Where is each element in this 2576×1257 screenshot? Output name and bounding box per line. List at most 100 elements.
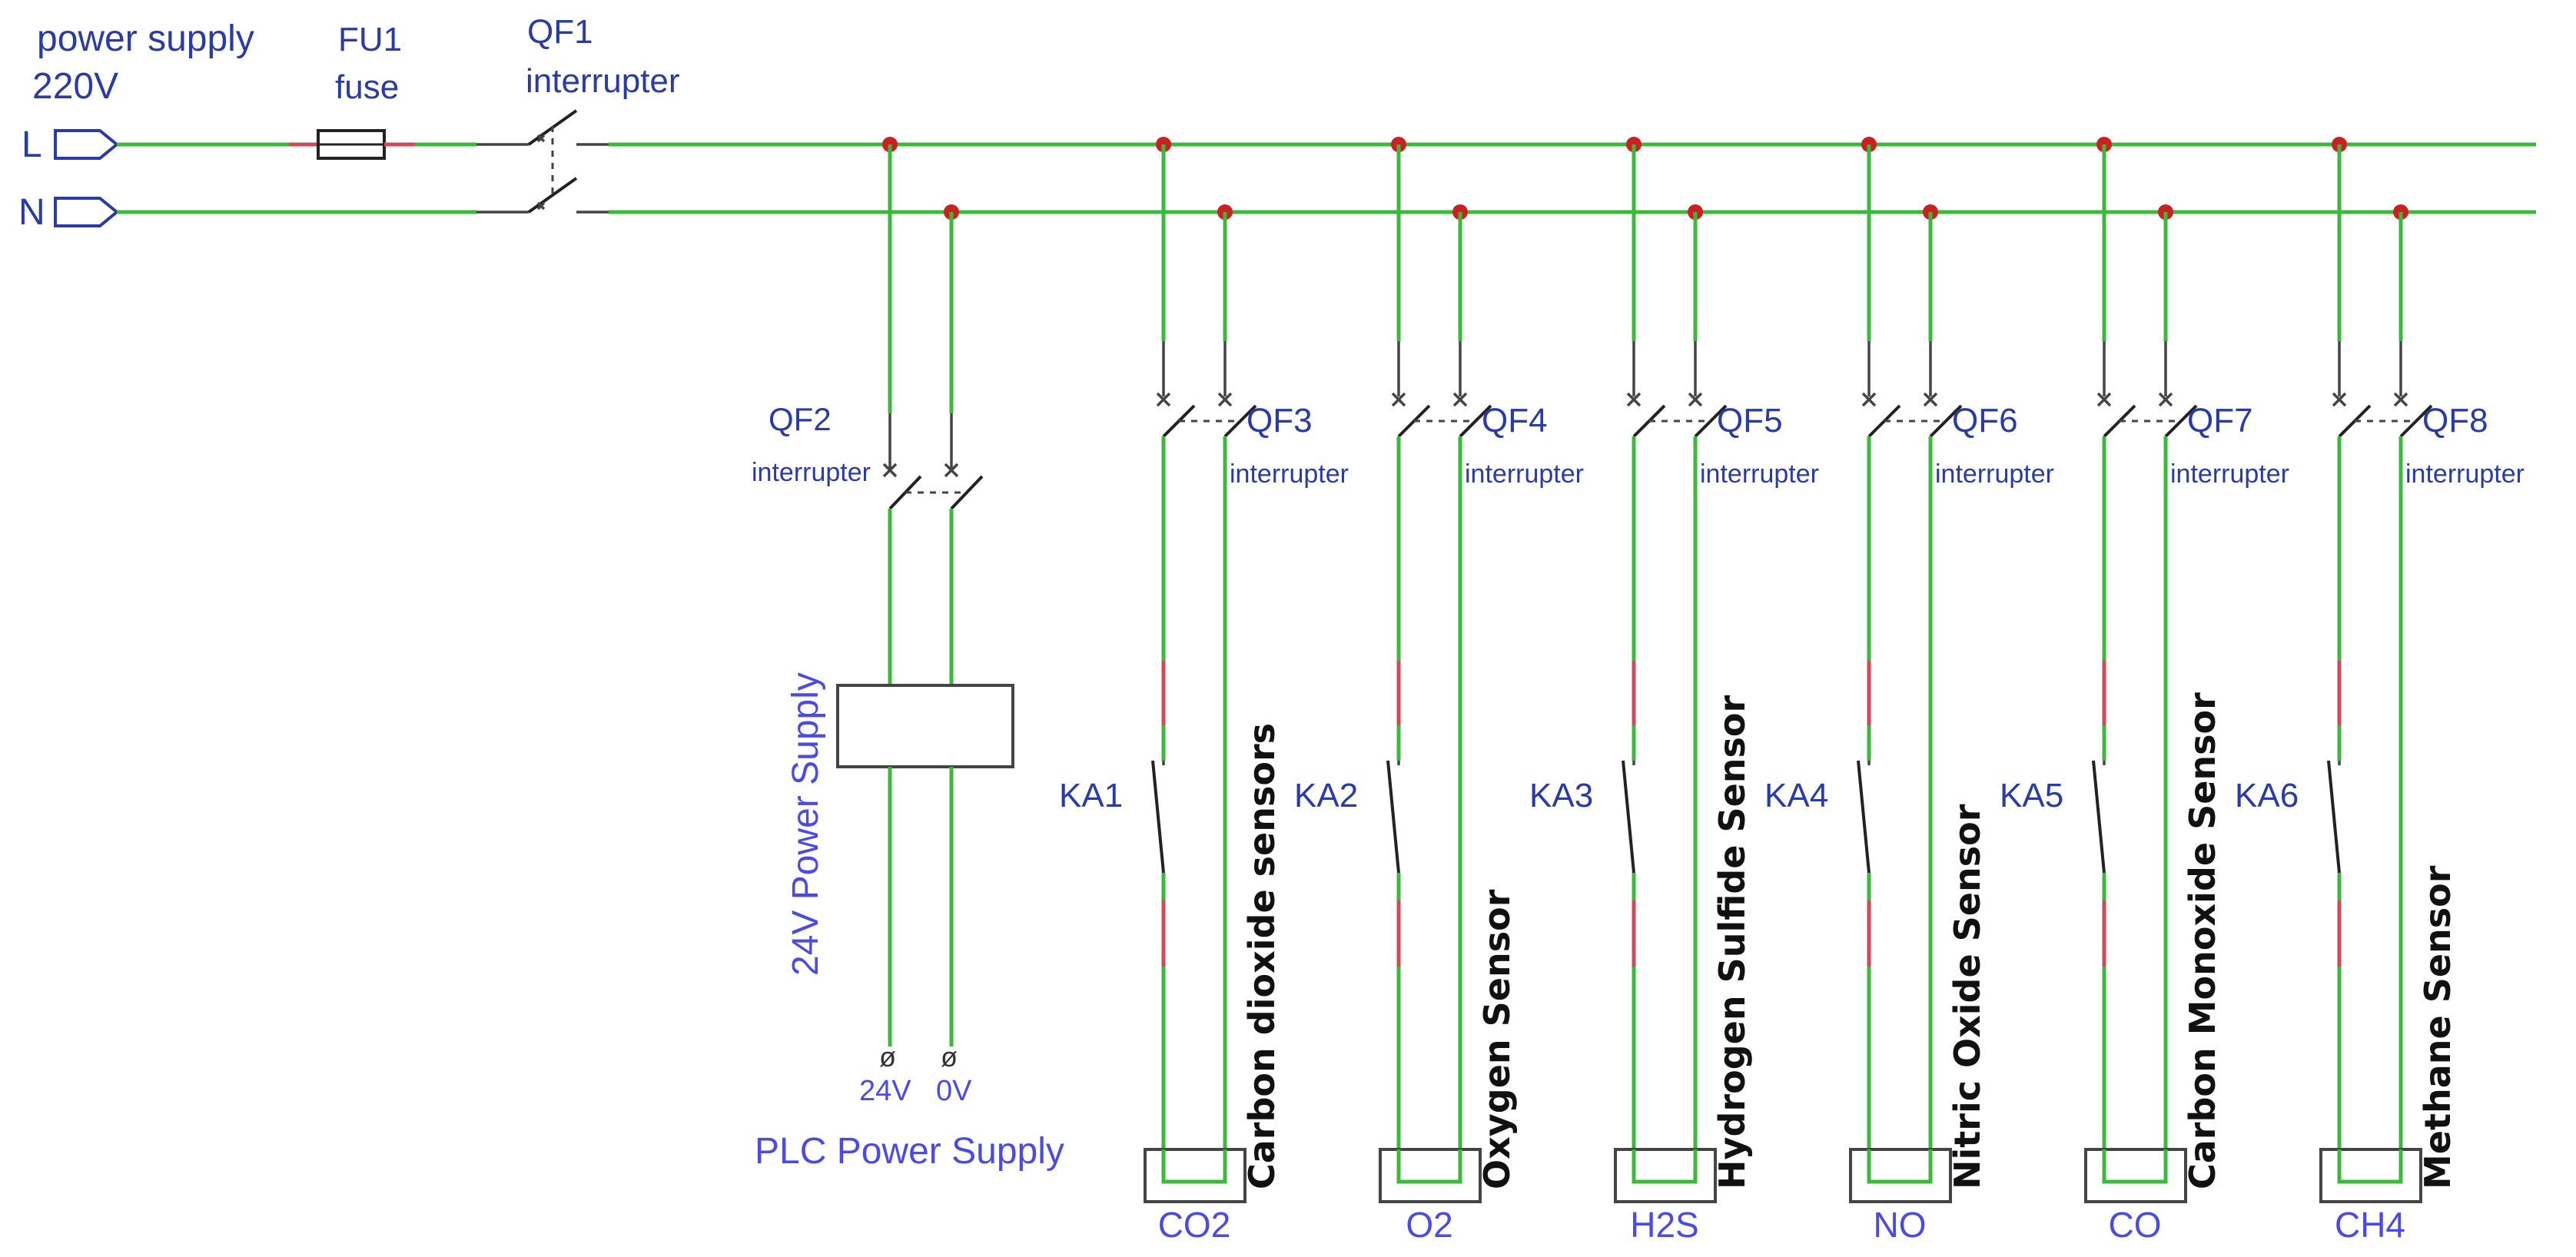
supply-title: power supply: [37, 18, 254, 59]
breaker-label: interrupter: [2405, 459, 2525, 489]
relay-contact-icon: [1151, 760, 1165, 874]
sensor-name: Nitric Oxide Sensor: [1947, 804, 1988, 1189]
breaker-mark: [2393, 392, 2408, 407]
sensor-name: Oxygen Sensor: [1476, 889, 1518, 1189]
terminal-n-icon: [54, 197, 120, 227]
breaker-label: interrupter: [1465, 459, 1584, 489]
sensor-loop: [1632, 1149, 1698, 1184]
breaker-id-qf3: QF3: [1247, 402, 1313, 439]
breaker-icon: [2332, 341, 2433, 438]
sensor-loop: [1867, 1149, 1933, 1184]
sensor-loop: [1161, 1149, 1227, 1184]
relay-id-ka3: KA3: [1529, 777, 1593, 814]
sensor-name: Methane Sensor: [2417, 865, 2458, 1189]
breaker-id-qf6: QF6: [1952, 402, 2018, 439]
breaker-mark: [1688, 392, 1703, 407]
breaker-blade: [1459, 404, 1492, 438]
breaker-icon: [1626, 341, 1728, 438]
psu-module: [836, 684, 1014, 768]
breaker-id-qf7: QF7: [2187, 402, 2253, 439]
sensor-box-icon: [2319, 1148, 2422, 1203]
qf1-label: interrupter: [526, 62, 680, 100]
terminal-0v-symbol: ø: [941, 1041, 958, 1073]
qf2-breaker-icon: [882, 463, 984, 510]
gas-label-co2: CO2: [1158, 1205, 1231, 1245]
breaker-icon: [1861, 341, 1963, 438]
qf2-id: QF2: [768, 401, 832, 437]
fuse-label: fuse: [335, 68, 399, 106]
terminal-0v-label: 0V: [936, 1075, 972, 1107]
breaker-mark: [1217, 392, 1233, 407]
gas-label-co: CO: [2109, 1205, 2162, 1245]
sensor-name: Carbon Monoxide Sensor: [2182, 692, 2223, 1189]
relay-id-ka2: KA2: [1294, 777, 1358, 814]
gas-label-ch4: CH4: [2335, 1205, 2405, 1245]
breaker-id-qf5: QF5: [1717, 402, 1783, 439]
sensor-loop: [2337, 1149, 2403, 1184]
breaker-mark: [2332, 392, 2347, 407]
sensor-box-icon: [1379, 1148, 1482, 1203]
breaker-label: interrupter: [1935, 459, 2054, 489]
terminal-l-icon: [54, 129, 120, 160]
breaker-label: interrupter: [2170, 459, 2289, 489]
gas-label-h2s: H2S: [1630, 1205, 1698, 1245]
psu-branch: [836, 137, 1014, 1046]
sensor-loop: [2102, 1149, 2168, 1184]
breaker-label: interrupter: [1700, 459, 1819, 489]
breaker-blade: [2164, 404, 2198, 438]
sensor-box-icon: [1144, 1148, 1247, 1203]
breaker-blade: [1929, 404, 1963, 438]
sensor-loop: [1396, 1149, 1462, 1184]
terminal-24v-label: 24V: [859, 1075, 911, 1107]
relay-contact-icon: [2092, 760, 2106, 874]
breaker-mark: [1923, 392, 1938, 407]
sensor-box-icon: [1614, 1148, 1717, 1203]
breaker-mark: [1391, 392, 1406, 407]
relay-id-ka6: KA6: [2235, 777, 2299, 814]
breaker-id-qf8: QF8: [2422, 402, 2488, 439]
breaker-mark: [1626, 392, 1642, 407]
terminal-24v-symbol: ø: [879, 1041, 896, 1073]
breaker-icon: [1391, 341, 1492, 438]
psu-caption: PLC Power Supply: [755, 1131, 1064, 1172]
breaker-icon: [1156, 341, 1257, 438]
line-n-label: N: [18, 192, 45, 233]
supply-voltage: 220V: [32, 66, 118, 107]
breaker-blade: [1694, 404, 1728, 438]
qf1-id: QF1: [527, 13, 593, 51]
breaker-icon: [2096, 341, 2198, 438]
breaker-id-qf4: QF4: [1482, 402, 1548, 439]
relay-contact-icon: [1857, 760, 1871, 874]
relay-contact-icon: [2327, 760, 2341, 874]
relay-id-ka4: KA4: [1764, 777, 1828, 814]
psu-module-label: 24V Power Supply: [785, 672, 826, 976]
gas-label-o2: O2: [1406, 1205, 1452, 1245]
breaker-mark: [2158, 392, 2173, 407]
breaker-mark: [1452, 392, 1468, 407]
line-l-label: L: [22, 124, 42, 165]
sensor-name: Hydrogen Sulfide Sensor: [1711, 695, 1753, 1189]
breaker-mark: [1861, 392, 1877, 407]
breaker-label: interrupter: [1230, 459, 1349, 489]
relay-id-ka5: KA5: [2000, 777, 2063, 814]
breaker-blade: [1223, 404, 1257, 438]
qf2-label: interrupter: [752, 458, 871, 487]
sensor-name: Carbon dioxide sensors: [1241, 723, 1283, 1189]
breaker-mark: [1156, 392, 1171, 407]
relay-contact-icon: [1622, 760, 1635, 874]
gas-label-no: NO: [1874, 1205, 1927, 1245]
breaker-mark: [2096, 392, 2112, 407]
fuse-id: FU1: [338, 21, 402, 58]
relay-id-ka1: KA1: [1059, 777, 1123, 814]
sensor-box-icon: [2084, 1148, 2187, 1203]
relay-contact-icon: [1386, 760, 1400, 874]
sensor-box-icon: [1849, 1148, 1952, 1203]
